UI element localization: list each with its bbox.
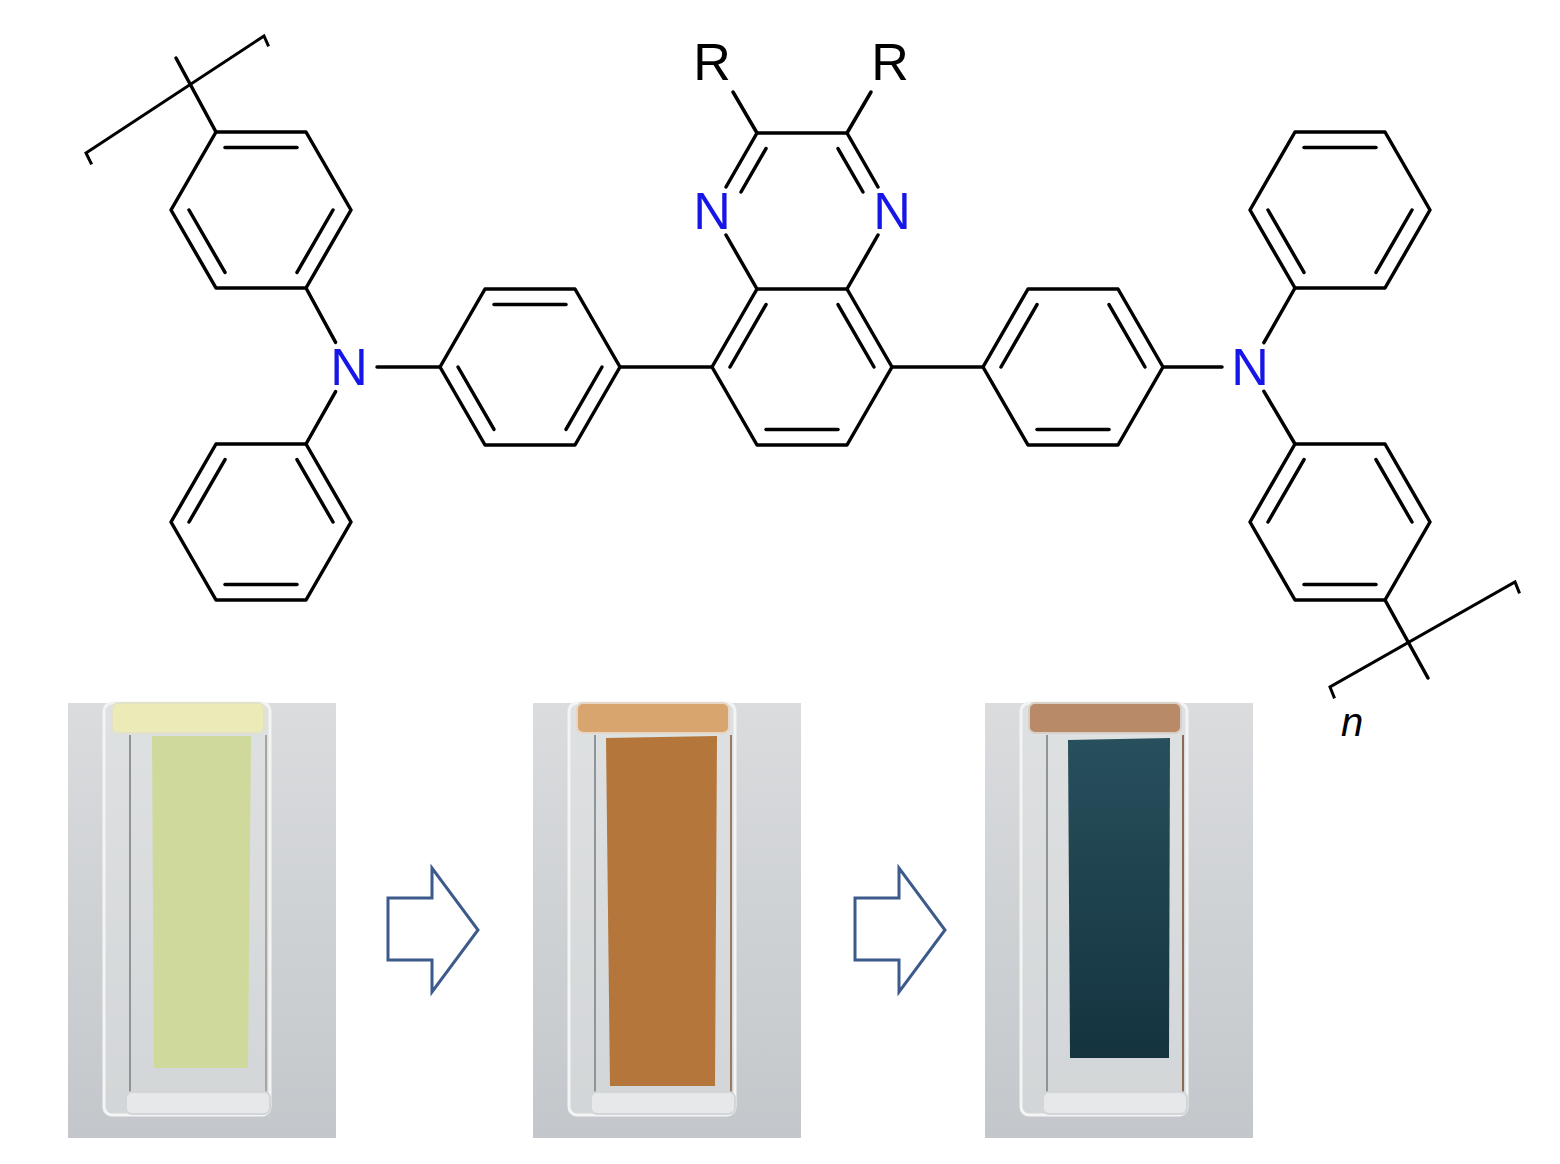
polymer-film [152,736,251,1068]
double-bond [189,460,225,522]
photo-background [985,703,1253,1138]
double-bond [1376,210,1412,272]
glass-wall [1182,735,1184,1100]
cuvette-photo [533,703,801,1138]
substituent-label: R [692,36,732,88]
chain-bond [1385,600,1428,678]
glass-wall [129,735,131,1100]
photo-background [533,703,801,1138]
polymer-film [1068,738,1170,1058]
double-bond [297,210,333,272]
atom-label: N [329,341,369,393]
single-bond [377,365,440,369]
repeat-subscript: n [1340,702,1364,742]
cuvette-bottom [591,1092,735,1114]
double-bond [1304,583,1376,587]
single-bond [1163,365,1222,369]
glass-wall [730,735,732,1100]
repeat-bracket [86,36,268,163]
single-bond [306,392,336,444]
cuvette-cap [112,703,264,733]
cuvette-glass [569,703,735,1115]
benzene-ring [440,289,620,445]
substituent-label: R [870,36,910,88]
chain-bond [176,58,216,132]
glass-wall [594,735,596,1100]
single-bond [733,92,757,133]
double-bond [1376,460,1412,522]
polymer-film [606,736,717,1086]
double-bond [838,305,874,367]
double-bond [1109,305,1145,367]
glass-wall [265,735,267,1100]
atom-label: N [872,185,912,237]
double-bond [838,149,863,192]
single-bond [847,133,878,187]
single-bond [306,288,336,342]
cuvette-glass [1021,703,1187,1115]
double-bond [225,146,297,150]
double-bond [1268,460,1304,522]
cuvette-bottom [126,1092,270,1114]
benzene-ring [1250,444,1430,600]
double-bond [741,149,766,192]
repeat-bracket [1330,582,1519,697]
double-bond [1037,428,1109,432]
photo-background [68,703,336,1138]
double-bond [730,305,766,367]
double-bond [189,210,225,272]
benzene-ring [171,444,351,600]
benzene-ring [712,289,892,445]
double-bond [566,367,602,429]
block-arrow [855,868,945,992]
single-bond [1264,391,1295,444]
cuvette-bottom [1043,1092,1187,1114]
single-bond [620,365,712,369]
double-bond [297,460,333,522]
cuvette-cap [577,703,729,733]
benzene-ring [171,132,351,288]
single-bond [1264,288,1295,343]
single-bond [726,133,757,187]
cuvette-photo [68,703,336,1138]
double-bond [458,367,494,429]
cuvette-cap [1029,703,1181,733]
cuvette-photo [985,703,1253,1138]
double-bond [766,428,838,432]
double-bond [1304,146,1376,150]
block-arrow [388,868,478,992]
single-bond [757,131,847,135]
double-bond [1001,305,1037,367]
glass-wall [1046,735,1048,1100]
single-bond [847,235,878,289]
atom-label: N [692,185,732,237]
benzene-ring [1250,132,1430,288]
atom-label: N [1230,341,1270,393]
single-bond [726,235,757,289]
benzene-ring [983,289,1163,445]
double-bond [494,303,566,307]
double-bond [225,583,297,587]
double-bond [1268,210,1304,272]
cuvette-glass [104,703,270,1115]
single-bond [892,365,983,369]
single-bond [847,92,871,133]
